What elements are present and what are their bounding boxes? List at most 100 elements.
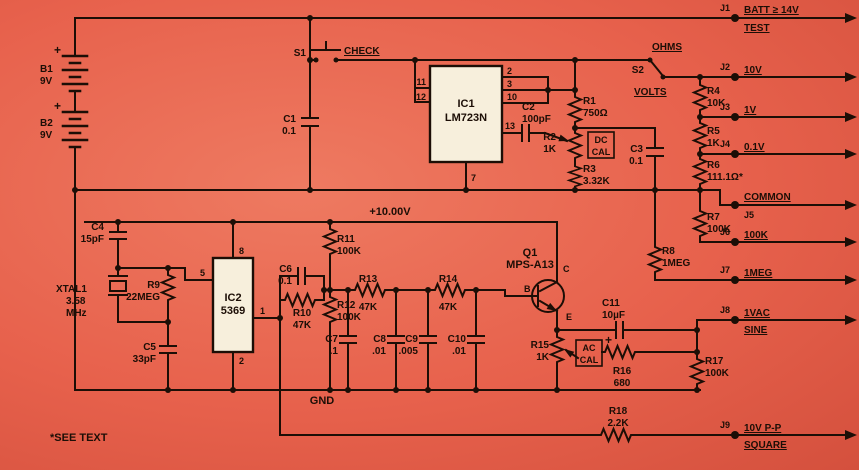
jack-J9-label2: SQUARE [744,440,787,451]
switch-S2-ref-label: S2 [632,65,645,76]
jack-J5-id-label: J5 [744,210,754,220]
resistor-R7-ref-label: R7 [707,212,720,223]
capacitor-C11-symbol [615,321,624,339]
capacitor-C10-ref-label: C10 [448,334,467,345]
jack-J3: J3 1V [720,102,857,122]
resistor-R5-ref-label: R5 [707,126,720,137]
ac-cal-box [575,339,603,367]
resistor-R14-symbol [431,283,473,297]
capacitor-C5-value-label: 33pF [133,354,156,365]
battery-B1-ref-label: B1 [40,64,53,75]
jack-J1: J1 BATT ≥ 14V TEST [720,3,857,34]
jack-J6-id-label: J6 [720,227,730,237]
resistor-R5-value-label: 1K [707,138,721,149]
resistor-R1-symbol [568,93,582,127]
jack-J4-id-label: J4 [720,139,730,149]
jack-J8: J8 1VAC SINE [720,305,857,336]
capacitor-C4-ref-label: C4 [91,222,104,233]
capacitor-C3-ref-label: C3 [630,144,643,155]
capacitor-C2-symbol [521,124,530,142]
resistor-R10-value-label: 47K [293,320,312,331]
battery-B1-plus-label: + [54,43,61,57]
jack-J6: J6 100K [720,227,857,247]
ic1-pin2-label: 2 [507,66,512,76]
jack-J8-arrow-icon [845,315,857,325]
switch-S1-check-label: CHECK [344,46,380,57]
jack-J4-label: 0.1V [744,142,765,153]
switch-S1-ref-label: S1 [294,48,307,59]
capacitor-C2-ref-label: C2 [522,102,535,113]
resistor-R2-ref-label: R2 [543,132,556,143]
jack-J9: J9 10V P-P SQUARE [720,420,857,451]
jack-J7: J7 1MEG [720,265,857,285]
jack-J8-label2: SINE [744,325,768,336]
capacitor-C3-value-label: 0.1 [629,156,643,167]
resistor-R16-ref-label: R16 [613,366,632,377]
ic2-pin1-label: 1 [260,306,265,316]
ic2-part-label: 5369 [221,305,245,317]
resistor-R15-ref-label: R15 [531,340,550,351]
resistor-R13-value-label: 47K [359,302,378,313]
ic1-pin7-label: 7 [471,173,476,183]
capacitor-C8-symbol [387,335,405,344]
resistor-R11-ref-label: R11 [337,234,355,245]
resistor-R11-symbol [323,225,337,259]
capacitor-C9-symbol [419,335,437,344]
ic2-pin2-label: 2 [239,356,244,366]
jack-J7-arrow-icon [845,275,857,285]
jack-J1-arrow-icon [845,13,857,23]
transistor-Q1-base-label: B [524,284,531,294]
capacitor-C11-value-label: 10µF [602,310,625,321]
resistor-R8-ref-label: R8 [662,246,675,257]
resistor-R9-symbol [161,271,175,305]
capacitor-C4-symbol [109,231,127,240]
jack-J6-label: 100K [744,230,769,241]
v10-rail-label: +10.00V [369,206,411,218]
resistor-R10-symbol [281,293,323,307]
resistor-R9-value-label: 22MEG [126,292,160,303]
capacitor-C4-value-label: 15pF [81,234,104,245]
resistor-R7-value-label: 100K [707,224,732,235]
resistor-R3-symbol [568,163,582,191]
capacitor-C9-value-label: .005 [399,346,419,357]
jack-J5-arrow-icon [845,200,857,210]
jack-J2-id-label: J2 [720,62,730,72]
ic2-pin8-label: 8 [239,246,244,256]
battery-B1-symbol [61,54,89,93]
jack-J5-label: COMMON [744,192,791,203]
resistor-R14-ref-label: R14 [439,274,458,285]
jack-J3-label: 1V [744,105,757,116]
crystal-value-label: 3.58 [66,296,86,307]
transistor-Q1-collector-label: C [563,264,570,274]
resistor-R6-ref-label: R6 [707,160,720,171]
junction-dots [72,15,703,393]
transistor-Q1-emitter-label: E [566,312,572,322]
see-text-note: *SEE TEXT [50,432,108,444]
jack-J3-id-label: J3 [720,102,730,112]
resistor-R16-symbol [601,345,643,359]
jack-J4: J4 0.1V [720,139,857,159]
resistor-R17-ref-label: R17 [705,356,724,367]
jack-J9-label: 10V P-P [744,423,782,434]
resistor-R18-symbol [597,428,639,442]
battery-B2-plus-label: + [54,99,61,113]
battery-B2-symbol [61,110,89,149]
capacitor-C11-ref-label: C11 [602,298,620,309]
capacitor-C2-value-label: 100pF [522,114,551,125]
capacitor-C10-value-label: .01 [452,346,466,357]
resistor-R6-symbol [693,155,707,189]
ac-cal-line1-label: AC [583,343,596,353]
resistor-R9-ref-label: R9 [147,280,160,291]
switch-S1-symbol [311,41,341,63]
crystal-unit-label: MHz [66,308,87,319]
jack-J7-id-label: J7 [720,265,730,275]
resistor-R2-symbol [568,129,582,163]
dc-cal-wiper-arrow-icon [558,134,569,142]
resistor-R1-value-label: 750Ω [583,108,608,119]
ic1-ref-label: IC1 [457,98,474,110]
jack-J1-id-label: J1 [720,3,730,13]
dc-cal-box [587,131,615,159]
jack-J2-arrow-icon [845,72,857,82]
capacitor-C7-value-label: .1 [330,346,339,357]
